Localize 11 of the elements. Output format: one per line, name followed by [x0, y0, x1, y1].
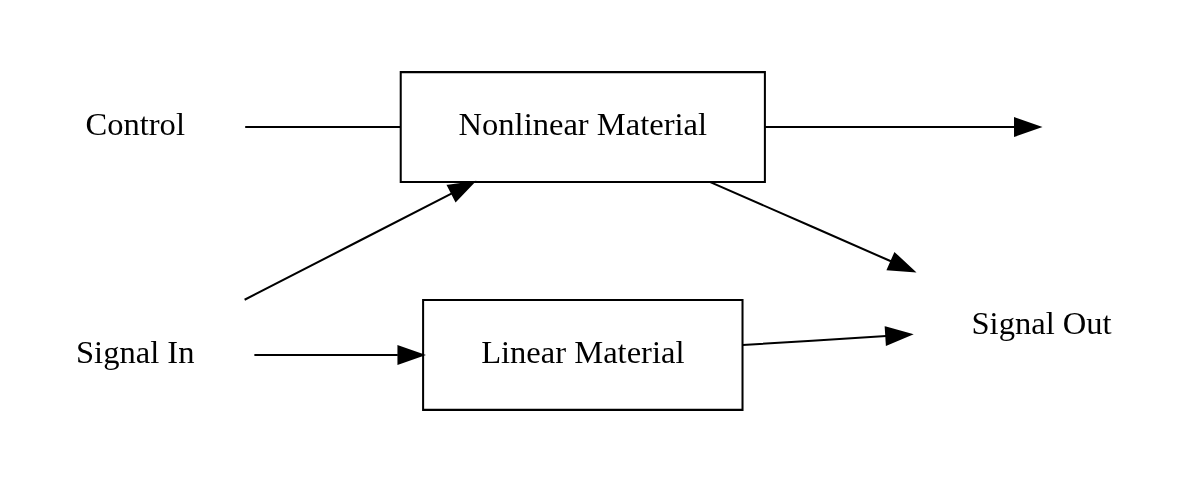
node-box: Nonlinear Material [399, 70, 766, 183]
node-text: Signal Out [971, 304, 1112, 341]
node-text: Control [85, 105, 185, 142]
arrow [254, 344, 426, 365]
node-text: Signal In [76, 333, 195, 370]
arrow [709, 180, 917, 272]
arrow [244, 180, 477, 301]
arrow [765, 116, 1043, 137]
connector [245, 125, 401, 128]
node-box: Linear Material [422, 298, 744, 411]
arrow [742, 325, 914, 346]
